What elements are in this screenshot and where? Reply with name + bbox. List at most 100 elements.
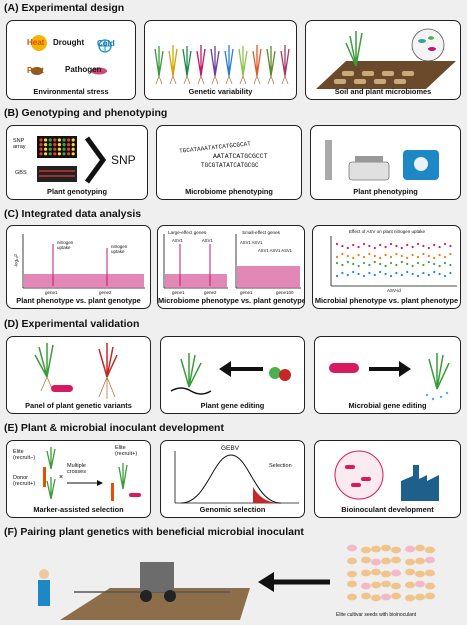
asv-point xyxy=(411,272,414,276)
seed-icon xyxy=(371,594,381,602)
seed-icon xyxy=(415,593,425,601)
pest-icon xyxy=(31,67,43,75)
seed-icon xyxy=(361,556,371,564)
asv-point xyxy=(416,261,420,265)
stress-pathogen: Pathogen xyxy=(65,65,102,74)
stress-icons xyxy=(31,35,112,75)
asv-point xyxy=(341,252,344,256)
asv-point xyxy=(379,270,382,274)
snp-dot xyxy=(62,147,66,151)
snp-dot xyxy=(62,138,66,142)
asv-point xyxy=(379,262,382,266)
snp-dot xyxy=(48,152,52,156)
section-d-title: (D) Experimental validation xyxy=(4,318,140,330)
stress-pest: Pest xyxy=(27,66,44,75)
section-c-title: (C) Integrated data analysis xyxy=(4,208,142,220)
section-e-title: (E) Plant & microbial inoculant developm… xyxy=(4,422,224,434)
plant-gene-editing-panel: Plant gene editing xyxy=(160,336,305,414)
asv-point xyxy=(395,263,398,267)
genetic-variability-panel: Genetic variability xyxy=(144,20,297,100)
asv-point xyxy=(373,246,376,250)
snp-dot xyxy=(71,152,75,156)
soil-microbiome-illustration xyxy=(316,28,456,89)
seed-icon xyxy=(347,580,357,588)
asv-point xyxy=(438,264,441,268)
asv-point xyxy=(346,273,349,277)
asv-point xyxy=(395,271,398,275)
snp-dot xyxy=(71,147,75,151)
section-a-title: (A) Experimental design xyxy=(4,2,125,14)
section-b-title: (B) Genotyping and phenotyping xyxy=(4,107,168,119)
phenotyping-equipment xyxy=(325,140,439,181)
asv-point xyxy=(379,256,382,260)
left-arrow-icon xyxy=(219,361,231,377)
caption-plant-genotyping: Plant genotyping xyxy=(47,187,107,196)
seed-icon xyxy=(371,545,381,553)
asv-point xyxy=(352,262,355,266)
caption-c2: Microbiome phenotype vs. plant genotype xyxy=(158,296,305,305)
snp-dot xyxy=(48,138,52,142)
asv-point xyxy=(416,274,420,278)
asv-point xyxy=(335,242,339,246)
seed-icon xyxy=(425,556,435,564)
asv-point xyxy=(395,244,398,248)
bioinoculant-illustration xyxy=(334,450,439,501)
p2-gene-3: gene1 xyxy=(240,290,253,295)
seed-icon xyxy=(391,546,401,554)
sequence-3: TGCGTATATCATGCGC xyxy=(201,162,259,169)
seed-icon xyxy=(361,582,371,590)
asv-point xyxy=(406,270,409,274)
seed-icon xyxy=(405,558,415,566)
caption-plant-phenotyping: Plant phenotyping xyxy=(353,187,418,196)
p3-xlabel: ASV-id xyxy=(387,288,401,293)
snp-dot xyxy=(71,138,75,142)
asv-point xyxy=(362,261,366,265)
asv-point xyxy=(384,272,387,276)
asv-point xyxy=(406,262,409,266)
p2-gene-1: gene1 xyxy=(172,290,185,295)
seed-icon xyxy=(415,580,425,588)
asv-point xyxy=(395,252,398,256)
manhattan-plot-2-panel: Large-effect genes Small-effect genes AS… xyxy=(157,225,305,309)
asv-point xyxy=(368,263,371,267)
asv-point xyxy=(443,261,447,265)
snp-dot xyxy=(57,138,62,142)
asv-point xyxy=(368,252,371,256)
seed-icon xyxy=(347,570,357,578)
seed-icon xyxy=(425,569,435,577)
asv-point xyxy=(346,246,349,250)
bioinoculant-development-panel: Bioinoculant development xyxy=(314,440,461,518)
snp-dot xyxy=(57,152,62,156)
asv-point xyxy=(346,254,349,258)
genotyping-illustration xyxy=(37,136,107,184)
asv-point xyxy=(384,264,387,268)
asv-point xyxy=(422,263,425,267)
seed-icon xyxy=(347,557,357,565)
asv-point xyxy=(406,256,409,260)
snp-dot xyxy=(39,147,43,151)
left-arrow-icon-f xyxy=(258,572,274,592)
p2-asv-2: ASV1 xyxy=(202,238,213,243)
caption-c1: Plant phenotype vs. plant genotype xyxy=(16,296,141,305)
asv-point xyxy=(400,246,403,250)
elite-label: Elite (recruit−) xyxy=(13,449,36,461)
seed-icon xyxy=(391,582,401,590)
sun-icon xyxy=(31,35,47,51)
field-application-illustration xyxy=(38,544,435,620)
seed-icon xyxy=(425,546,435,554)
section-f-title: (F) Pairing plant genetics with benefici… xyxy=(4,526,304,538)
asv-point xyxy=(443,255,447,259)
seed-icon xyxy=(361,546,371,554)
asv-point xyxy=(373,254,376,258)
snp-dot xyxy=(44,152,48,156)
asv-point xyxy=(357,245,360,249)
caption-microbiome-phenotyping: Microbiome phenotyping xyxy=(185,187,273,196)
p2-large-title: Large-effect genes xyxy=(168,230,207,235)
seed-icon xyxy=(391,556,401,564)
snp-dot xyxy=(44,147,48,151)
genomic-selection-panel: GEBV Selection Genomic selection xyxy=(160,440,305,518)
mas-illustration: × xyxy=(43,447,141,501)
seed-icon xyxy=(347,544,357,552)
asv-point xyxy=(433,256,436,260)
asv-point xyxy=(427,273,430,277)
